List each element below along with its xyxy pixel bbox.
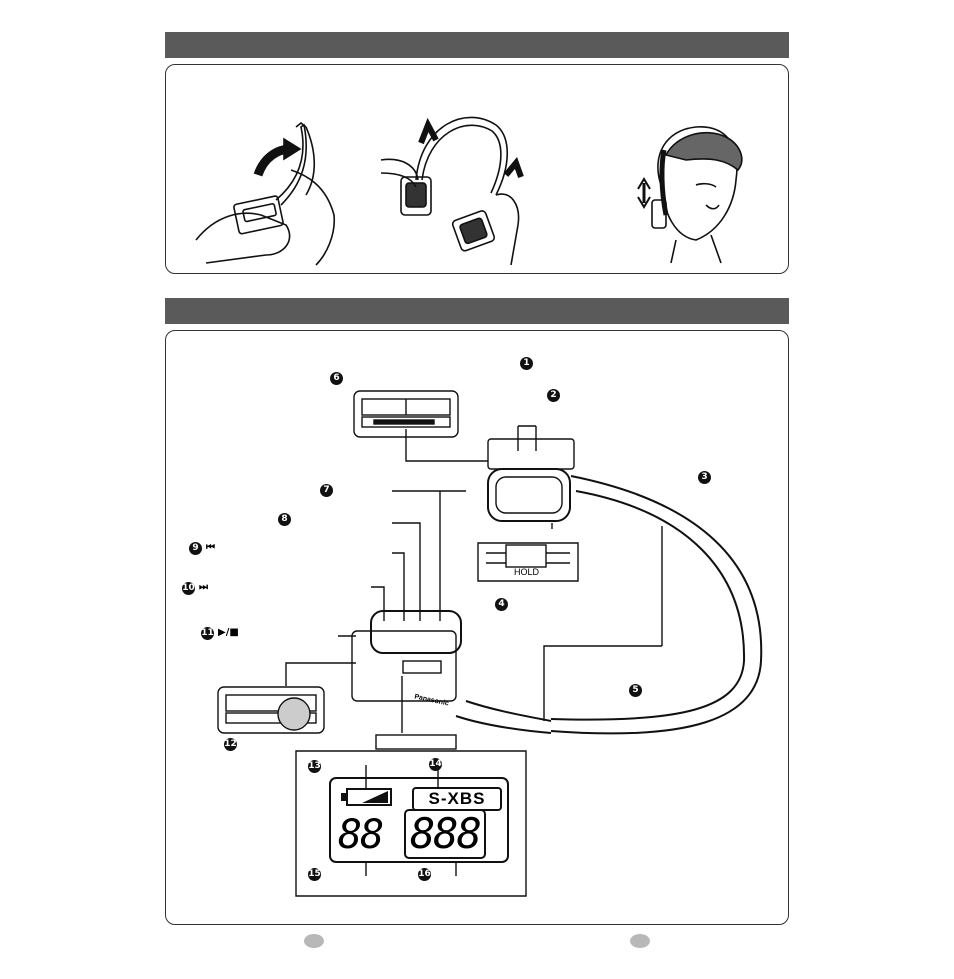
left-earpad (370, 610, 462, 654)
page-indicator-right (630, 934, 650, 948)
track-number-digits: 88 (338, 812, 384, 858)
hold-switch-label: HOLD (514, 567, 540, 577)
right-earpiece-top (487, 438, 575, 470)
callout-3: 3 (698, 471, 711, 484)
page-indicator-left (304, 934, 324, 948)
play-stop-icon: ▶/■ (218, 627, 239, 638)
callout-5: 5 (629, 684, 642, 697)
callout-12: 12 (224, 738, 237, 751)
left-earpiece-body (351, 630, 457, 702)
unfold-illustration (195, 121, 336, 266)
section-header-bar-controls (165, 298, 789, 324)
fitting-illustrations (195, 116, 743, 266)
skip-back-icon: ⏮ (206, 542, 215, 553)
time-digits: 888 (404, 809, 486, 859)
volume-dial (277, 697, 311, 731)
callout-box-12 (217, 686, 325, 734)
adjust-arrow-left-icon (418, 117, 439, 145)
adjust-headband-illustration (380, 116, 520, 266)
callout-8: 8 (278, 513, 291, 526)
headband (550, 475, 763, 735)
callout-11: 11 (201, 627, 214, 640)
display-pointer-box (375, 734, 457, 750)
callout-2: 2 (547, 389, 560, 402)
battery-icon (341, 788, 392, 806)
callout-4: 4 (495, 598, 508, 611)
callout-1: 1 (520, 357, 533, 370)
callout-box-6 (353, 390, 459, 438)
callout-10: 10 (182, 582, 195, 595)
adjust-arrow-right-icon (503, 157, 524, 179)
section-header-bar-fitting (165, 32, 789, 58)
callout-13: 13 (308, 760, 321, 773)
controls-diagram-panel: HOLD S-XBS 88 888 Panasonic (165, 330, 789, 925)
callout-9: 9 (189, 542, 202, 555)
callout-6: 6 (330, 372, 343, 385)
display-callout (295, 750, 527, 897)
skip-forward-icon: ⏭ (199, 582, 208, 593)
right-earpad (487, 468, 571, 522)
sxbs-mode-label: S-XBS (412, 787, 502, 811)
callout-7: 7 (320, 484, 333, 497)
headphone-controls-diagram (217, 390, 763, 897)
callout-16: 16 (418, 868, 431, 881)
callout-14: 14 (429, 758, 442, 771)
wearing-illustration (651, 126, 743, 264)
callout-15: 15 (308, 868, 321, 881)
fitting-illustration-panel (165, 64, 789, 274)
